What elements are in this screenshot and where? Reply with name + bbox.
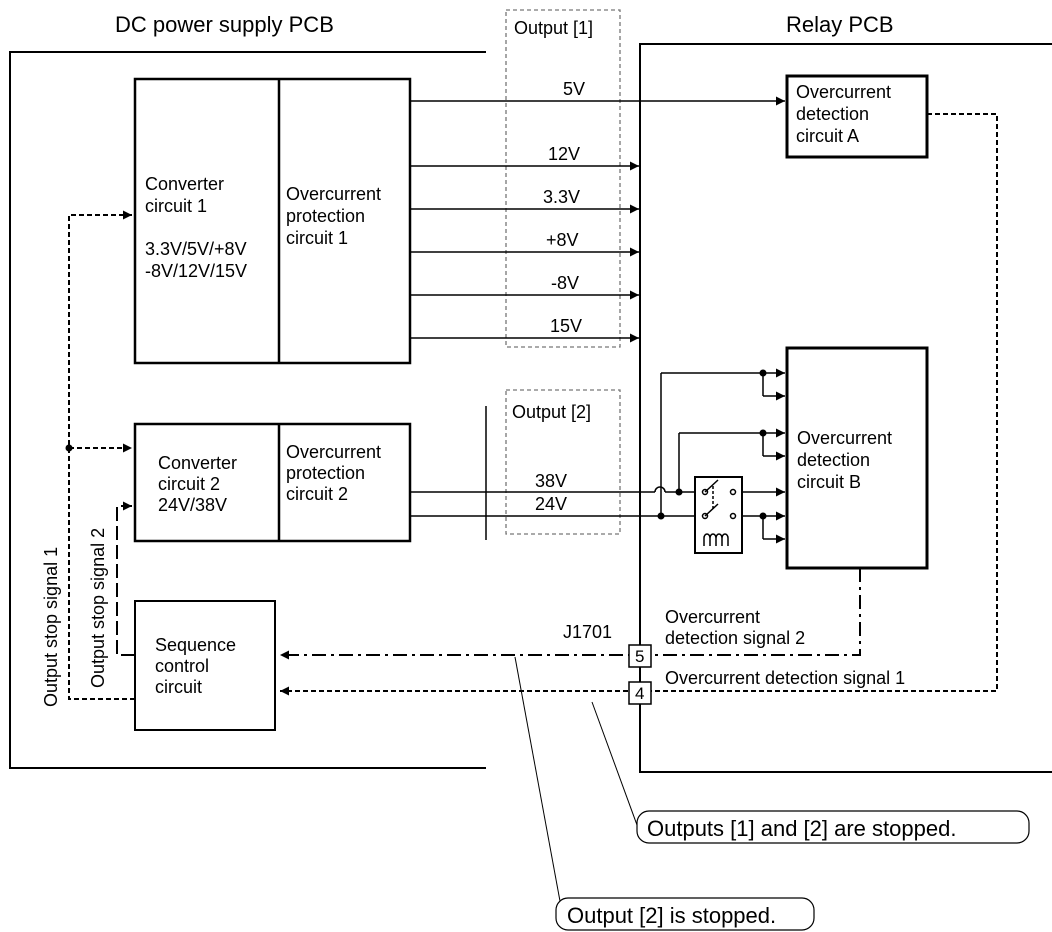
detection-signal-1-line bbox=[280, 113, 998, 696]
connector-pin-5 bbox=[628, 644, 652, 668]
converter1-box bbox=[133, 77, 412, 365]
output1-lines bbox=[410, 96, 785, 343]
stop-signal-2-label: Output stop signal 2 bbox=[88, 528, 108, 688]
detection-signal-2-line bbox=[280, 568, 861, 660]
voltage-24v: 24V bbox=[535, 494, 567, 514]
converter1-label: Converter circuit 1 3.3V/5V/+8V -8V/12V/… bbox=[145, 174, 252, 281]
callout-both-text: Outputs [1] and [2] are stopped. bbox=[647, 816, 956, 841]
pin4-label: 4 bbox=[635, 684, 644, 703]
connector-pin-4 bbox=[628, 681, 652, 705]
output2-group bbox=[505, 389, 621, 535]
stop-signal-1-label: Output stop signal 1 bbox=[41, 547, 61, 707]
output1-group bbox=[505, 9, 621, 348]
voltage-38v: 38V bbox=[535, 471, 567, 491]
voltage-12v: 12V bbox=[548, 144, 580, 164]
pin5-label: 5 bbox=[635, 647, 644, 666]
dc-pcb-boundary bbox=[9, 51, 486, 769]
callout-both-box bbox=[636, 810, 1030, 844]
relay-symbol bbox=[694, 476, 743, 554]
junction-dots bbox=[657, 369, 767, 520]
sequence-label: Sequence control circuit bbox=[155, 635, 241, 697]
voltage-3v3: 3.3V bbox=[543, 187, 580, 207]
detection-a-label: Overcurrent detection circuit A bbox=[796, 82, 896, 146]
converter2-label: Converter circuit 2 24V/38V bbox=[158, 453, 242, 515]
detection-a-box bbox=[785, 74, 929, 159]
voltage-plus8v: +8V bbox=[546, 230, 579, 250]
dc-pcb-title: DC power supply PCB bbox=[115, 12, 334, 37]
converter2-box bbox=[133, 422, 412, 543]
stop-signal-1-line bbox=[68, 210, 135, 700]
voltage-15v: 15V bbox=[550, 316, 582, 336]
output2-lines bbox=[410, 368, 785, 544]
detection-b-label: Overcurrent detection circuit B bbox=[797, 428, 897, 492]
sequence-control-box bbox=[134, 600, 276, 731]
callout-out2-text: Output [2] is stopped. bbox=[567, 903, 776, 928]
stop-signal-2-line bbox=[116, 501, 135, 656]
detection-signal-1-label: Overcurrent detection signal 1 bbox=[665, 668, 905, 688]
callout-leader-out2 bbox=[514, 656, 563, 913]
stop-signal-junction bbox=[65, 444, 73, 452]
ocp1-label: Overcurrent protection circuit 1 bbox=[286, 184, 386, 248]
voltage-5v: 5V bbox=[563, 79, 585, 99]
voltage-minus8v: -8V bbox=[551, 273, 579, 293]
relay-pcb-title: Relay PCB bbox=[786, 12, 894, 37]
callout-leader-both bbox=[591, 701, 638, 826]
detection-b-box bbox=[785, 346, 929, 570]
connector-name: J1701 bbox=[563, 622, 612, 642]
output1-label: Output [1] bbox=[514, 18, 593, 38]
callout-out2-box bbox=[555, 897, 815, 931]
output2-label: Output [2] bbox=[512, 402, 591, 422]
detection-signal-2-label: Overcurrent detection signal 2 bbox=[665, 607, 805, 648]
ocp2-label: Overcurrent protection circuit 2 bbox=[286, 442, 386, 504]
